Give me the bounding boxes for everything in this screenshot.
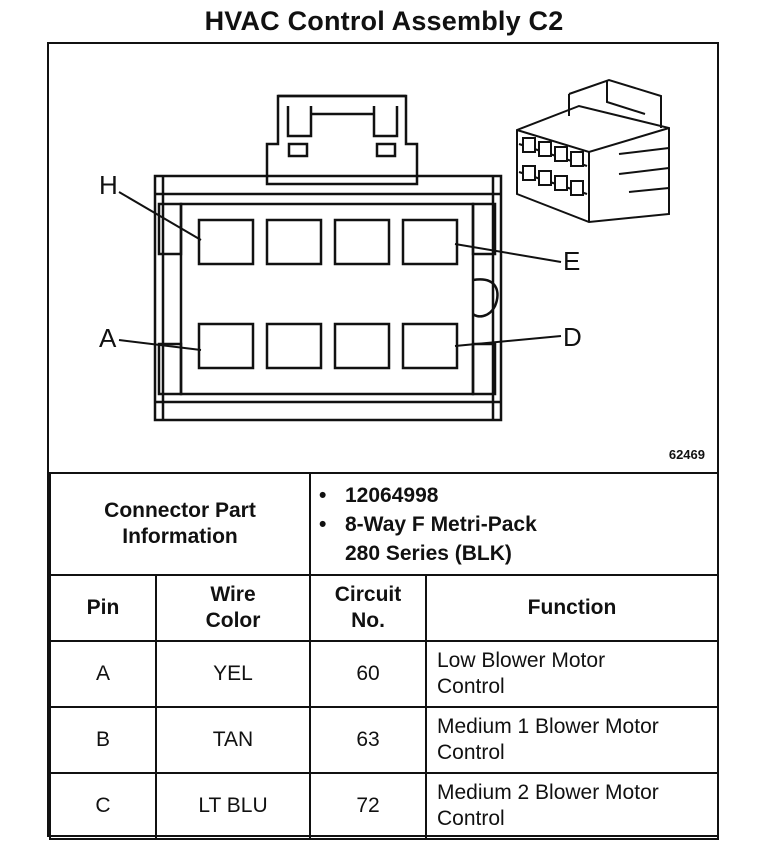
part-number: 12064998 [345, 483, 439, 507]
cell-wire-color: YEL [155, 640, 311, 708]
connector-info-label-line1: Connector Part [104, 499, 256, 522]
function-line2: Control [437, 675, 505, 698]
description-item: • 8-Way F Metri-Pack 280 Series (BLK) [319, 510, 717, 568]
cell-pin: C [49, 772, 157, 840]
pin-label-E: E [563, 246, 580, 276]
cell-pin: A [49, 640, 157, 708]
connector-latch [265, 94, 419, 186]
connector-document-frame: H E A D [47, 42, 719, 840]
header-wire-color: Wire Color [155, 574, 311, 642]
cavity-E [401, 218, 459, 266]
leader-H [118, 191, 202, 241]
cavity-F [333, 218, 391, 266]
pinout-table: Connector Part Information • 12064998 • … [49, 472, 719, 840]
cavity-G [265, 218, 323, 266]
page-title: HVAC Control Assembly C2 [204, 6, 564, 36]
connector-3d-view [516, 78, 670, 224]
figure-id: 62469 [668, 447, 705, 462]
connector-face-drawing: H E A D [99, 78, 670, 422]
cavity-block [179, 202, 475, 396]
cell-circuit: 60 [309, 640, 427, 708]
part-number-item: • 12064998 [319, 481, 717, 510]
cavity-D [401, 322, 459, 370]
table-row: B TAN 63 Medium 1 Blower Motor Control [49, 706, 719, 774]
leader-E [454, 243, 562, 263]
connector-diagram: H E A D [49, 44, 717, 472]
pin-label-H: H [99, 170, 118, 200]
cell-function: Medium 1 Blower Motor Control [425, 706, 719, 774]
connector-info-label-line2: Information [122, 525, 238, 548]
header-pin: Pin [49, 574, 157, 642]
bullet-icon: • [319, 483, 327, 507]
header-circuit-line1: Circuit [334, 583, 402, 606]
connector-info-values: • 12064998 • 8-Way F Metri-Pack 280 Seri… [309, 472, 719, 576]
header-wire-color-line2: Color [205, 609, 261, 632]
table-row: A YEL 60 Low Blower Motor Control [49, 640, 719, 708]
header-wire-color-line1: Wire [210, 583, 256, 606]
bullet-icon: • [319, 512, 327, 536]
header-row: Pin Wire Color Circuit No. Function [49, 574, 719, 642]
leader-A [118, 339, 202, 351]
function-line2: Control [437, 807, 505, 830]
connector-info-row: Connector Part Information • 12064998 • … [49, 472, 719, 576]
header-circuit-line2: No. [351, 609, 385, 632]
header-circuit: Circuit No. [309, 574, 427, 642]
cavity-C [333, 322, 391, 370]
connector-body [153, 174, 503, 422]
cell-circuit: 72 [309, 772, 427, 840]
cell-wire-color: TAN [155, 706, 311, 774]
table-row: C LT BLU 72 Medium 2 Blower Motor Contro… [49, 772, 719, 840]
function-line2: Control [437, 741, 505, 764]
cell-wire-color: LT BLU [155, 772, 311, 840]
description-line2: 280 Series (BLK) [345, 541, 512, 565]
cell-function: Medium 2 Blower Motor Control [425, 772, 719, 840]
pin-label-A: A [99, 323, 117, 353]
header-function: Function [425, 574, 719, 642]
leader-D [454, 335, 562, 347]
description-line1: 8-Way F Metri-Pack [345, 512, 537, 536]
cavity-B [265, 322, 323, 370]
connector-info-label: Connector Part Information [49, 472, 311, 576]
cell-circuit: 63 [309, 706, 427, 774]
function-line1: Low Blower Motor [437, 649, 606, 672]
cell-pin: B [49, 706, 157, 774]
pin-label-D: D [563, 322, 582, 352]
cell-function: Low Blower Motor Control [425, 640, 719, 708]
cavity-H [197, 218, 255, 266]
function-line1: Medium 1 Blower Motor [437, 715, 659, 738]
function-line1: Medium 2 Blower Motor [437, 781, 659, 804]
cavity-A [197, 322, 255, 370]
